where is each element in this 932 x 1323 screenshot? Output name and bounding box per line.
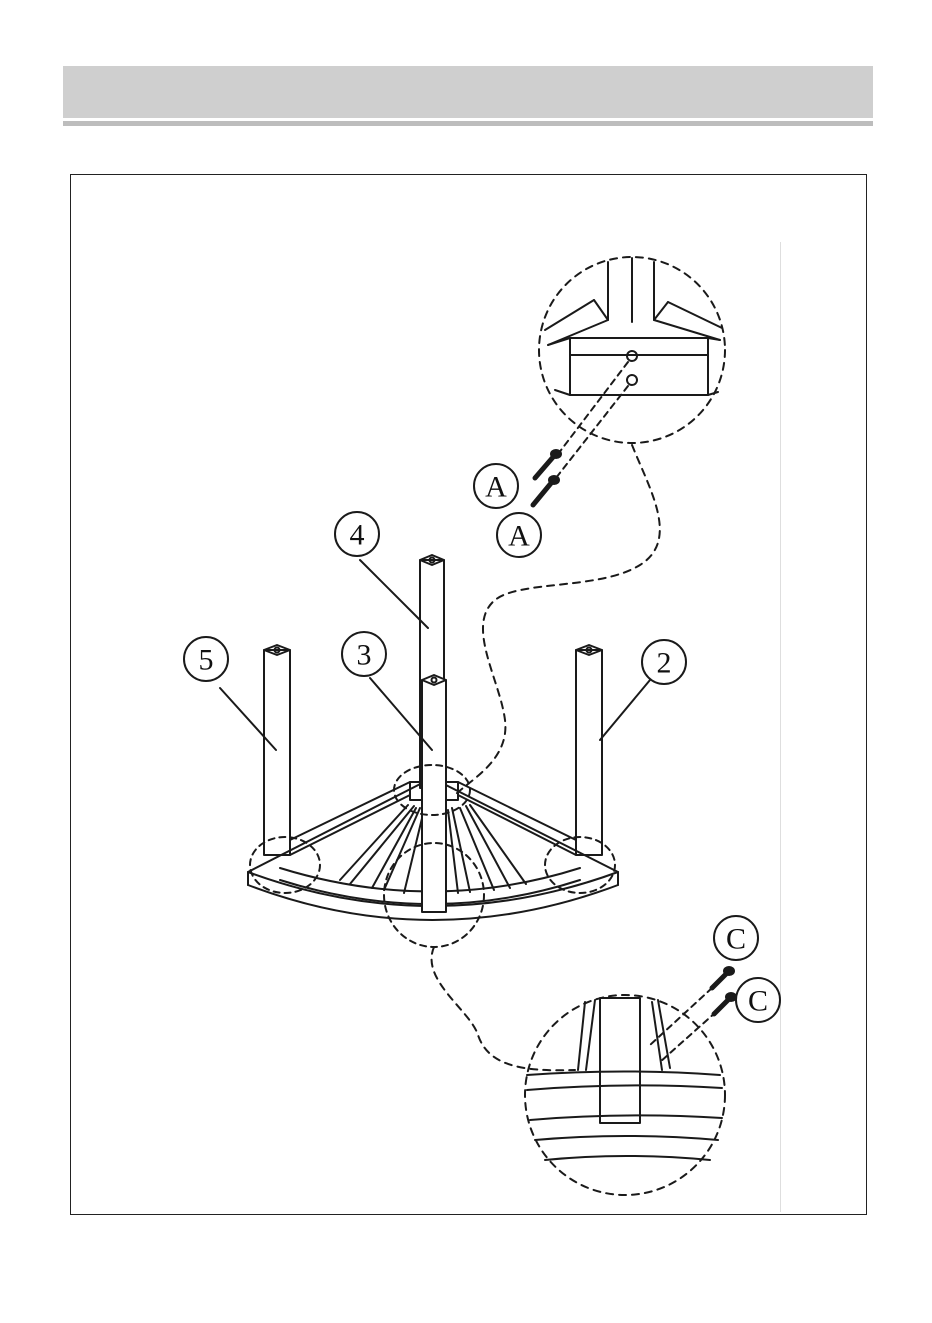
screws-a	[533, 450, 561, 505]
screws-c	[712, 967, 736, 1014]
callout-part-5: 5	[199, 644, 214, 677]
callout-part-4: 4	[350, 519, 365, 552]
callout-screw-a-upper: A	[485, 471, 507, 504]
callout-screw-c-lower: C	[748, 985, 768, 1018]
callout-screw-a-lower: A	[508, 520, 530, 553]
detail-circle-a	[539, 257, 725, 483]
detail-c-connector	[432, 947, 575, 1070]
callout-part-3: 3	[357, 639, 372, 672]
callout-part-2: 2	[657, 647, 672, 680]
leader-part-4	[360, 560, 428, 628]
corner-table	[248, 555, 618, 947]
callout-screw-c-upper: C	[726, 923, 746, 956]
detail-circle-c	[525, 988, 725, 1195]
leader-part-5	[220, 688, 276, 750]
leader-part-2	[600, 680, 650, 740]
